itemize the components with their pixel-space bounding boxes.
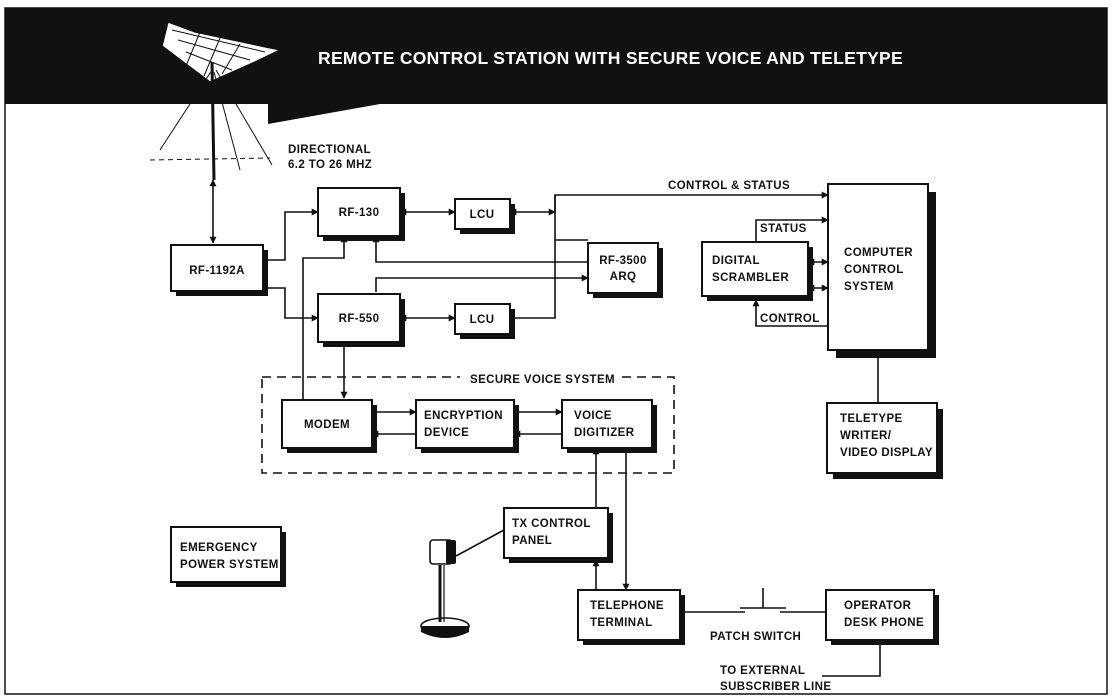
status-label: STATUS <box>760 223 807 235</box>
rf-550-label: RF-550 <box>339 313 380 325</box>
operator-label-1: OPERATOR <box>844 600 912 612</box>
teletype-label-1: TELETYPE <box>840 413 903 425</box>
scrambler-label-2: SCRAMBLER <box>712 272 789 284</box>
telephone-label-2: TERMINAL <box>590 617 653 629</box>
lcu-top-block: LCU <box>454 198 515 234</box>
rf-1192a-label: RF-1192A <box>189 265 245 277</box>
emergency-label-1: EMERGENCY <box>180 542 258 554</box>
lcu-top-label: LCU <box>470 209 495 221</box>
connections <box>209 179 881 677</box>
voice-label-2: DIGITIZER <box>574 427 635 439</box>
header-band <box>5 8 1107 124</box>
operator-label-2: DESK PHONE <box>844 617 924 629</box>
encryption-device-block: ENCRYPTION DEVICE <box>415 399 519 453</box>
rf-3500-block: RF-3500 ARQ <box>587 242 663 298</box>
control-label: CONTROL <box>760 313 820 325</box>
external-line-label-1: TO EXTERNAL <box>720 665 805 677</box>
telephone-label-1: TELEPHONE <box>590 600 664 612</box>
external-line-label-2: SUBSCRIBER LINE <box>720 681 831 693</box>
computer-control-system-block: COMPUTER CONTROL SYSTEM <box>827 183 936 358</box>
rf-130-label: RF-130 <box>339 207 380 219</box>
tx-label-2: PANEL <box>512 535 552 547</box>
rf-1192a-block: RF-1192A <box>170 244 268 296</box>
digital-scrambler-block: DIGITAL SCRAMBLER <box>701 241 813 301</box>
secure-voice-label-bg <box>460 370 620 386</box>
computer-label-3: SYSTEM <box>844 281 894 293</box>
teletype-block: TELETYPE WRITER/ VIDEO DISPLAY <box>826 402 943 479</box>
encryption-label-1: ENCRYPTION <box>424 410 503 422</box>
secure-voice-enclosure <box>261 376 675 474</box>
teletype-label-3: VIDEO DISPLAY <box>840 447 933 459</box>
secure-voice-label: SECURE VOICE SYSTEM <box>470 374 615 386</box>
lcu-bottom-block: LCU <box>454 303 515 339</box>
antenna-icon <box>149 21 283 181</box>
emergency-power-block: EMERGENCY POWER SYSTEM <box>170 526 286 587</box>
rf-3500-label-2: ARQ <box>610 271 637 283</box>
control-status-label: CONTROL & STATUS <box>668 180 790 192</box>
page-title: REMOTE CONTROL STATION WITH SECURE VOICE… <box>318 48 903 68</box>
rf-550-block: RF-550 <box>317 293 405 347</box>
emergency-label-2: POWER SYSTEM <box>180 559 279 571</box>
page-frame <box>4 7 1108 695</box>
voice-label-1: VOICE <box>574 410 612 422</box>
operator-desk-phone-block: OPERATOR DESK PHONE <box>825 589 939 645</box>
rf-3500-label-1: RF-3500 <box>599 255 647 267</box>
microphone-icon <box>420 539 470 638</box>
tx-control-panel-block: TX CONTROL PANEL <box>503 507 613 563</box>
computer-label-1: COMPUTER <box>844 247 913 259</box>
encryption-label-2: DEVICE <box>424 427 469 439</box>
scrambler-label-1: DIGITAL <box>712 255 760 267</box>
telephone-terminal-block: TELEPHONE TERMINAL <box>577 589 685 645</box>
patch-switch-label: PATCH SWITCH <box>710 631 801 643</box>
computer-label-2: CONTROL <box>844 264 904 276</box>
tx-label-1: TX CONTROL <box>512 518 591 530</box>
modem-block: MODEM <box>281 399 377 453</box>
antenna-label-2: 6.2 TO 26 MHZ <box>288 159 372 171</box>
teletype-label-2: WRITER/ <box>840 430 892 442</box>
antenna-label-1: DIRECTIONAL <box>288 144 371 156</box>
modem-label: MODEM <box>304 419 350 431</box>
rf-130-block: RF-130 <box>317 187 405 241</box>
voice-digitizer-block: VOICE DIGITIZER <box>561 399 657 453</box>
lcu-bottom-label: LCU <box>470 314 495 326</box>
